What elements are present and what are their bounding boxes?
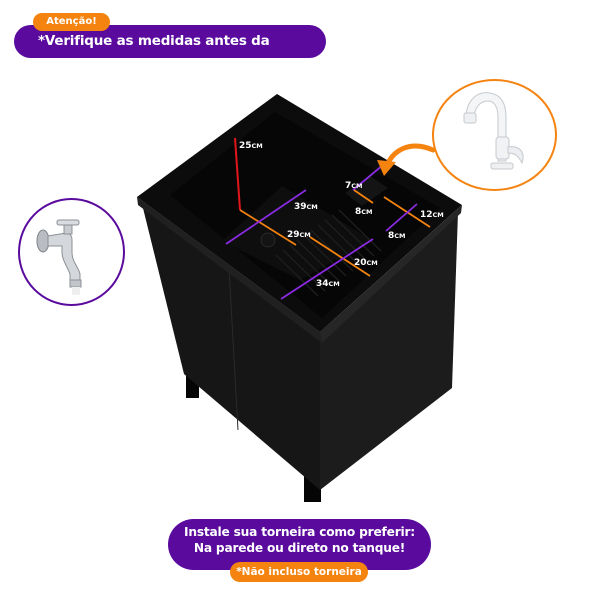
cabinet-front-doors [141,200,320,490]
dim-label-basin-length: 29CM [287,230,311,240]
deck-faucet-option [432,79,557,191]
attention-tag: Atenção! [33,13,110,31]
install-faucet-line2: Na parede ou direto no tanque! [193,541,406,555]
washboard [275,209,382,297]
soap-dish [345,176,388,206]
dim-label-washboard-width: 20CM [354,258,378,268]
dim-label-basin-width: 39CM [294,202,318,212]
deck-faucet-icon [463,92,524,170]
door-split-line [228,267,239,431]
cabinet-side-panel [320,212,458,490]
dim-label-depth: 25CM [239,141,263,151]
dim-line-soap-dish-width [353,189,374,204]
verify-measurements-text: *Verifique as medidas antes da compra. [38,33,270,82]
dim-line-side-tray-width [385,203,418,232]
dim-line-basin-length [239,209,297,246]
dim-line-basin-width [225,189,307,245]
dim-line-washboard-length [280,238,374,300]
dim-label-side-tray-width: 8CM [388,231,406,241]
install-faucet-banner: Instale sua torneira como preferir: Na p… [168,519,431,570]
drain-icon [260,232,276,248]
basin-bottom [222,186,372,280]
dim-line-soap-dish-length [352,164,384,191]
install-faucet-line1: Instale sua torneira como preferir: [184,525,415,539]
dim-label-soap-dish-width: 7CM [345,181,363,191]
dim-label-washboard-length: 34CM [316,279,340,289]
dim-line-depth [234,137,241,211]
wall-faucet-icon [36,219,82,295]
dim-line-washboard-width [309,236,371,277]
arrow-head-icon [377,160,396,176]
dim-label-side-tray-length: 12CM [420,210,444,220]
dim-label-soap-dish-length: 8CM [355,207,373,217]
wall-faucet-option [18,198,125,306]
faucet-not-included-tag: *Não incluso torneira [230,562,368,582]
